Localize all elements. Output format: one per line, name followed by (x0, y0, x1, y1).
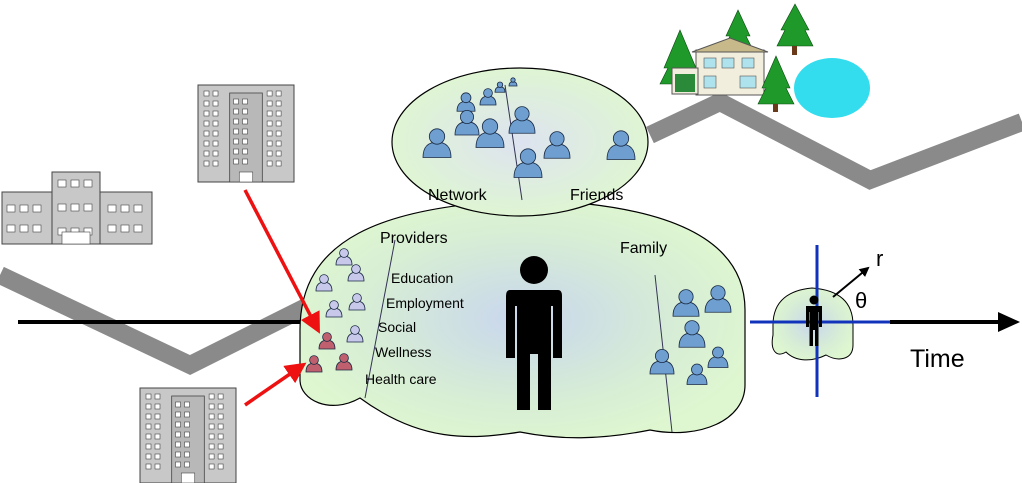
person-icon (315, 274, 333, 292)
person-icon (305, 355, 323, 373)
person-icon (318, 332, 336, 350)
person-icon (335, 353, 353, 371)
person-icon (475, 118, 505, 148)
office-building-icon-top (197, 84, 295, 183)
person-icon (606, 130, 636, 160)
r-vector (832, 266, 870, 298)
person-icon (347, 264, 365, 282)
arrow-from-bottom-building (244, 362, 307, 407)
family-label: Family (620, 240, 667, 257)
person-icon (479, 88, 497, 106)
service-label: Health care (365, 371, 437, 387)
network-divider (504, 84, 523, 201)
house-scene-icon (659, 3, 870, 118)
person-icon (678, 320, 706, 348)
providers-label: Providers (380, 230, 448, 247)
people-icons (305, 77, 732, 385)
road-right (646, 91, 1022, 190)
school-building-icon (1, 171, 153, 245)
person-icon (649, 348, 675, 375)
person-icon (513, 148, 543, 178)
service-label: Education (391, 270, 453, 286)
person-icon (686, 363, 708, 385)
time-label: Time (910, 345, 965, 373)
timeline-arrowhead (998, 312, 1020, 332)
person-icon (422, 128, 452, 158)
person-icon (494, 81, 506, 93)
office-building-icon-bottom (139, 387, 237, 483)
theta-label: θ (855, 288, 867, 313)
network-label: Network (428, 187, 488, 204)
r-label: r (876, 246, 883, 271)
service-label: Wellness (375, 344, 432, 360)
person-icon (508, 77, 518, 87)
arrow-from-top-building (243, 189, 320, 334)
tree-icon (776, 3, 814, 47)
person-icon (456, 92, 476, 112)
service-label: Social (378, 319, 416, 335)
person-icon (346, 325, 364, 343)
person-icon (704, 285, 732, 313)
person-icon (508, 106, 536, 134)
small-person-icon (806, 295, 822, 346)
person-icon (335, 248, 353, 266)
person-icon (672, 289, 700, 317)
pond-icon (794, 58, 870, 118)
friends-label: Friends (570, 187, 623, 204)
person-icon (454, 110, 480, 136)
service-label: Employment (386, 295, 464, 311)
central-person-icon (506, 256, 562, 410)
person-icon (543, 131, 571, 159)
person-icon (707, 346, 729, 368)
person-icon (325, 300, 343, 318)
providers-divider (364, 239, 396, 399)
person-icon (348, 293, 366, 311)
network-bubble (391, 67, 649, 217)
